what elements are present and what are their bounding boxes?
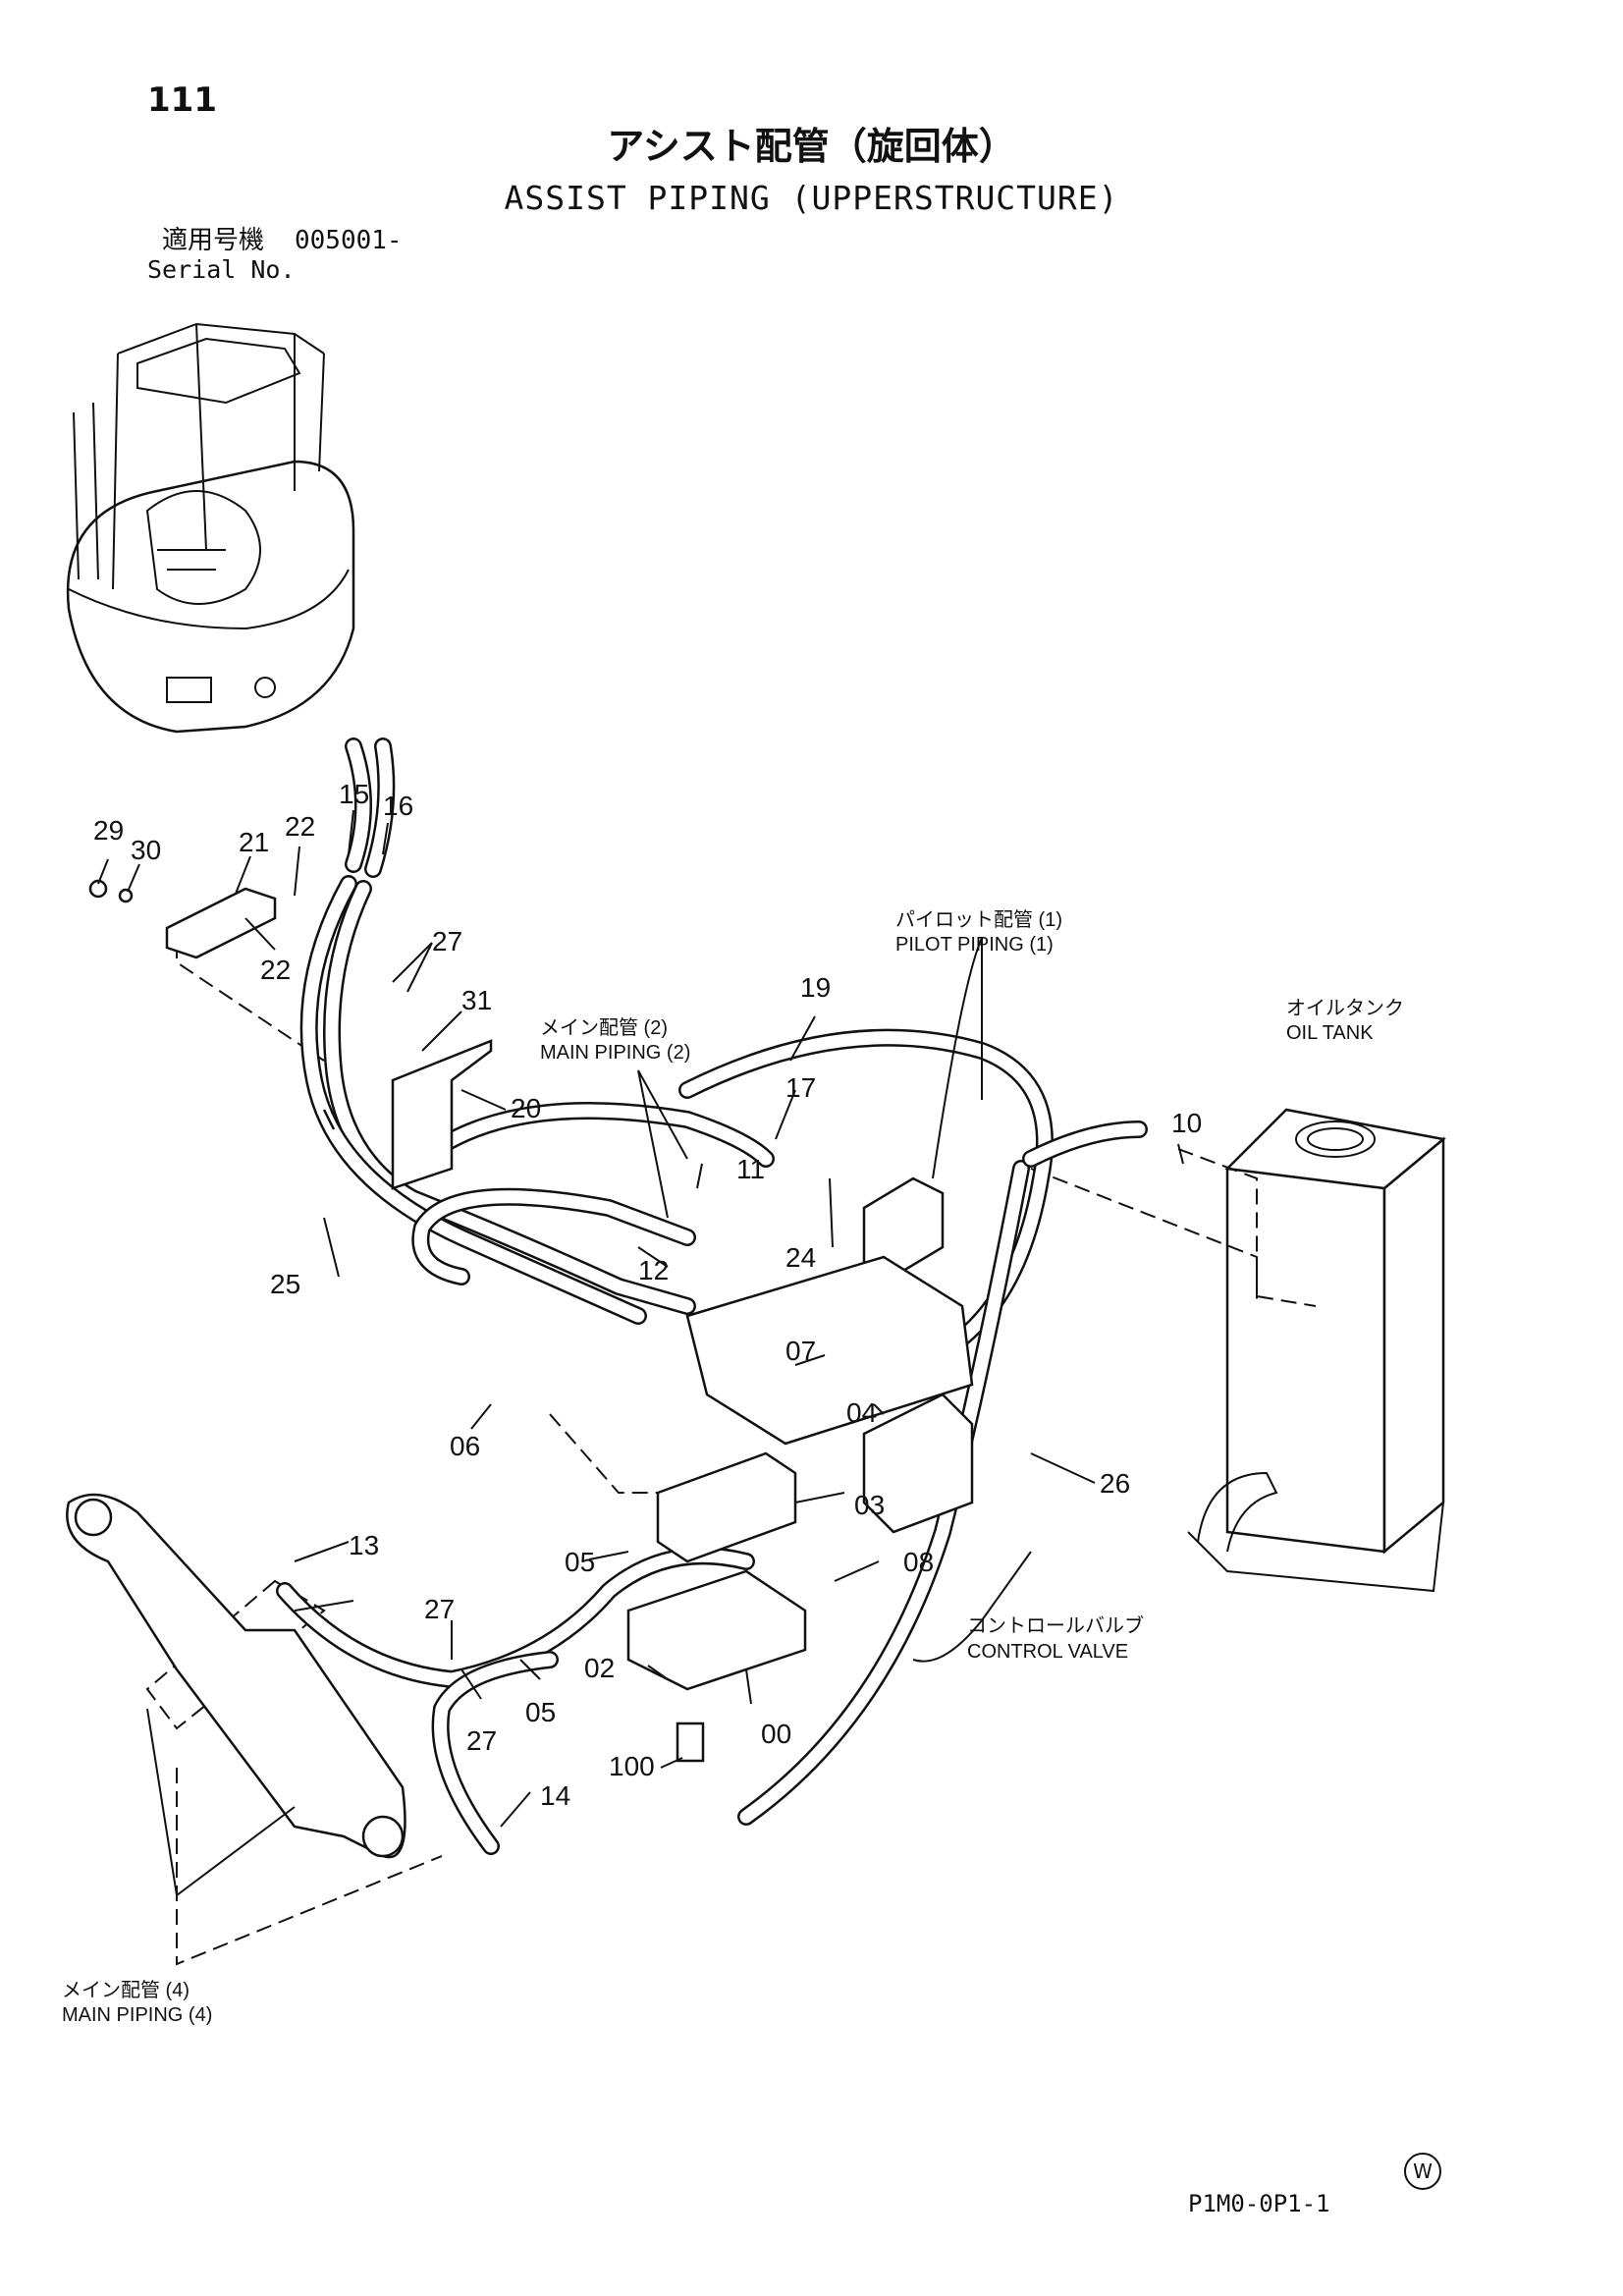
callout-12: 12 [638, 1255, 669, 1285]
callout-25: 25 [270, 1269, 300, 1299]
main-piping-2-label-en: MAIN PIPING (2) [540, 1042, 690, 1064]
callout-29: 29 [93, 815, 124, 846]
callout-11: 11 [736, 1154, 765, 1184]
callout-02: 02 [584, 1653, 615, 1683]
callout-04: 04 [846, 1397, 877, 1428]
callout-22: 22 [285, 811, 315, 842]
callout-15: 15 [339, 779, 369, 809]
main-piping-4-label-jp: メイン配管 (4) [62, 1979, 189, 2001]
callout-10: 10 [1171, 1108, 1202, 1138]
callout-03: 03 [854, 1490, 885, 1520]
control-valve-label-jp: コントロールバルブ [967, 1613, 1144, 1637]
callout-22: 22 [260, 955, 291, 985]
callout-19: 19 [800, 972, 831, 1003]
callout-27: 27 [424, 1594, 455, 1624]
main-piping-2-label-jp: メイン配管 (2) [540, 1016, 668, 1039]
oil-tank-label-en: OIL TANK [1286, 1022, 1374, 1044]
callout-06: 06 [450, 1431, 480, 1461]
serial-label-english: Serial No. [147, 255, 296, 284]
main-piping-4-label-en: MAIN PIPING (4) [62, 2004, 212, 2026]
oil-tank-drawing [1187, 1108, 1446, 1593]
callout-08: 08 [903, 1547, 934, 1577]
pilot-piping-label-en: PILOT PIPING (1) [895, 934, 1054, 956]
control-valve-label-en: CONTROL VALVE [967, 1641, 1128, 1663]
callout-17: 17 [785, 1072, 816, 1103]
callout-20: 20 [511, 1093, 541, 1123]
serial-value: 005001- [295, 226, 403, 255]
callout-26: 26 [1100, 1468, 1130, 1499]
callout-30: 30 [131, 835, 161, 865]
drawing-code: P1M0-0P1-1 [1188, 2190, 1330, 2217]
callout-16: 16 [383, 791, 413, 821]
serial-label-japanese: 適用号機 [162, 226, 265, 255]
oil-tank-label-jp: オイルタンク [1286, 997, 1404, 1019]
hose-bundle [276, 738, 1148, 1855]
title-english: ASSIST PIPING (UPPERSTRUCTURE) [504, 179, 1119, 217]
parts-drawing [66, 879, 974, 1859]
machine-overview-illustration [66, 322, 355, 734]
callout-21: 21 [239, 827, 269, 857]
callout-05: 05 [565, 1547, 595, 1577]
callout-27: 27 [466, 1725, 497, 1756]
callout-00: 00 [761, 1719, 791, 1749]
callout-07: 07 [785, 1336, 816, 1366]
callout-24: 24 [785, 1242, 816, 1273]
callout-14: 14 [540, 1780, 570, 1811]
callout-13: 13 [349, 1530, 379, 1560]
leader-lines [97, 809, 1184, 1896]
watermark-w: W [1404, 2153, 1441, 2190]
callout-05: 05 [525, 1697, 556, 1727]
page-number: 111 [147, 81, 217, 120]
title-japanese: アシスト配管（旋回体） [607, 125, 1016, 168]
callout-27: 27 [432, 926, 462, 957]
callout-31: 31 [461, 985, 492, 1015]
callout-100: 100 [609, 1751, 655, 1781]
pilot-piping-label-jp: パイロット配管 (1) [895, 908, 1062, 931]
